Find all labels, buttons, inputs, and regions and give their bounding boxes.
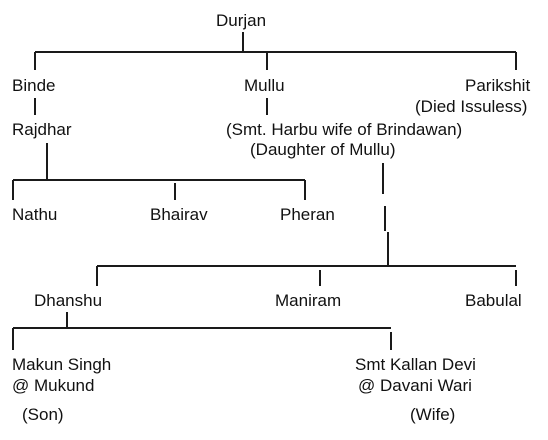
node-harbu-note: (Daughter of Mullu) [250,140,396,159]
node-parikshit-note: (Died Issuless) [415,97,528,116]
node-pheran: Pheran [280,205,335,224]
node-harbu: (Smt. Harbu wife of Brindawan) [226,120,463,139]
node-binde: Binde [12,76,56,95]
node-maniram: Maniram [275,291,342,310]
node-rajdhar: Rajdhar [12,120,72,139]
node-kallan-role: (Wife) [410,405,456,424]
node-bhairav: Bhairav [150,205,208,224]
node-makun-line2: @ Mukund [12,376,95,395]
node-babulal: Babulal [465,291,522,310]
node-kallan-line2: @ Davani Wari [358,376,472,395]
node-makun-role: (Son) [22,405,64,424]
node-mullu: Mullu [244,76,285,95]
node-nathu: Nathu [12,205,58,224]
node-dhanshu: Dhanshu [34,291,103,310]
node-durjan: Durjan [216,11,267,30]
node-parikshit: Parikshit [465,76,531,95]
node-kallan-line1: Smt Kallan Devi [355,355,476,374]
node-makun-line1: Makun Singh [12,355,112,374]
